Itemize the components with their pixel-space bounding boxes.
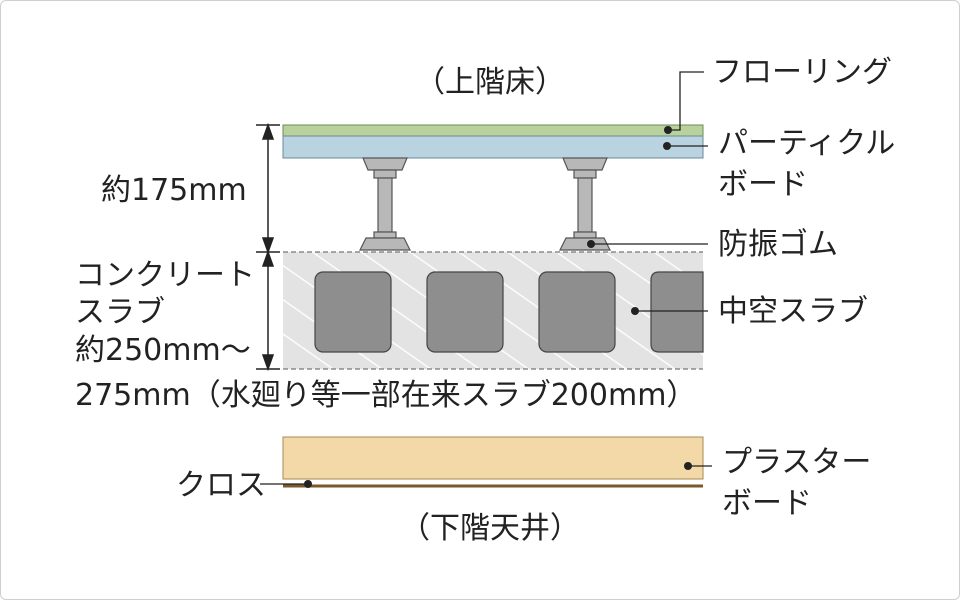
hollow-void: [650, 271, 704, 353]
dimension-slab: [256, 249, 280, 372]
hollow-slab-label: 中空スラブ: [718, 294, 868, 329]
height-175-label: 約175mm: [101, 173, 247, 208]
particle-board-layer: [282, 135, 704, 159]
flooring-label: フローリング: [712, 55, 892, 90]
floor-support-right: [559, 157, 611, 251]
floor-support-left: [359, 157, 411, 251]
plaster-board-label-line1: プラスター: [722, 445, 871, 480]
particle-board-label-line2: ボード: [718, 167, 808, 202]
leader-lines: [260, 71, 712, 485]
particle-board-label-line1: パーティクル: [718, 126, 895, 161]
cloth-label: クロス: [176, 468, 266, 503]
plaster-board-layer: [282, 436, 704, 480]
upper-floor-label: （上階床）: [415, 65, 565, 100]
plaster-board-label-line2: ボード: [722, 486, 812, 521]
slab-label-line1: コンクリート: [75, 258, 255, 293]
hollow-void: [314, 271, 392, 353]
flooring-layer: [282, 124, 704, 137]
dimension-175: [256, 122, 280, 255]
slab-label-line2: スラブ: [75, 295, 165, 330]
hollow-void: [538, 271, 616, 353]
hollow-void: [426, 271, 504, 353]
slab-label-line3: 約250mm～: [75, 333, 251, 368]
leader-dots: [304, 126, 692, 488]
anti-vibration-rubber-label: 防振ゴム: [718, 227, 838, 262]
slab-label-line4: 275mm（水廻り等一部在来スラブ200mm）: [75, 378, 696, 413]
lower-ceiling-label: （下階天井）: [400, 511, 580, 546]
